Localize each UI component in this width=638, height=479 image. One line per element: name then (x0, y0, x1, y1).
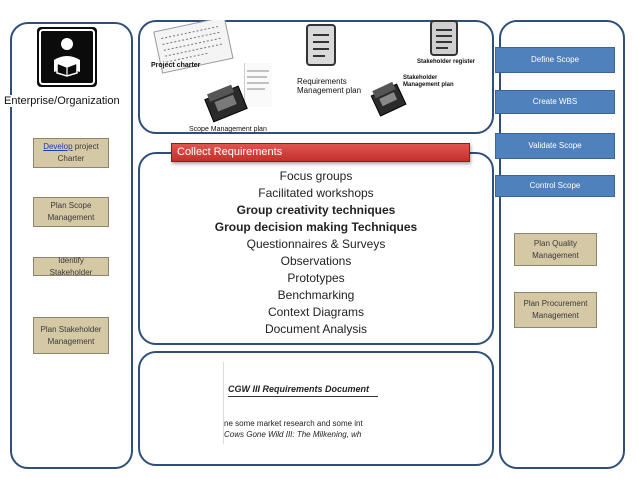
technique-item: Questionnaires & Surveys (246, 237, 386, 251)
requirements-document-title: CGW III Requirements Document (228, 384, 370, 394)
identify-stakeholder-box[interactable]: Identify Stakeholder (33, 255, 109, 277)
technique-item: Observations (280, 254, 352, 268)
control-scope-label: Control Scope (529, 181, 581, 190)
stakeholder-register-icon (423, 20, 467, 60)
stakeholder-register-caption: Stakeholder register (417, 59, 476, 65)
develop-link[interactable]: Develop (43, 142, 73, 151)
create-wbs-box[interactable]: Create WBS (495, 90, 615, 114)
technique-item: Group decision making Techniques (214, 220, 418, 234)
requirements-plan-caption: Requirements Management plan (297, 77, 367, 95)
plan-stakeholder-management-box[interactable]: Plan Stakeholder Management (33, 317, 109, 354)
develop-box-label: project Charter (57, 142, 99, 163)
create-wbs-label: Create WBS (532, 97, 578, 106)
document-rule (228, 396, 378, 397)
plan-stakeholder-label: Plan Stakeholder Management (40, 324, 102, 346)
plan-scope-management-box[interactable]: Plan Scope Management (33, 197, 109, 227)
inputs-panel-left (10, 22, 133, 469)
requirements-plan-text: Requirements Management plan (297, 77, 362, 95)
scope-plan-caption: Scope Management plan (189, 126, 267, 133)
validate-scope-label: Validate Scope (528, 141, 582, 150)
define-scope-box[interactable]: Define Scope (495, 47, 615, 73)
technique-item: Context Diagrams (267, 305, 365, 319)
technique-item: Focus groups (279, 169, 353, 183)
develop-project-charter-box[interactable]: Develop project Charter (33, 138, 109, 168)
technique-item: Facilitated workshops (258, 186, 374, 200)
validate-scope-box[interactable]: Validate Scope (495, 133, 615, 159)
project-charter-caption: Project charter (151, 62, 201, 69)
folder-icon (367, 75, 411, 123)
document-fragment-image (244, 63, 272, 107)
plan-procurement-label: Plan Procurement Management (523, 299, 588, 320)
document-icon (295, 23, 345, 71)
control-scope-box[interactable]: Control Scope (495, 175, 615, 197)
technique-item: Document Analysis (264, 322, 368, 336)
define-scope-label: Define Scope (530, 55, 580, 64)
project-charter-image (148, 20, 240, 75)
techniques-list: Interviews Focus groups Facilitated work… (138, 156, 494, 338)
stakeholder-plan-text: Stakeholder Management plan (403, 75, 454, 88)
identify-stakeholder-label: Identify Stakeholder (49, 255, 93, 277)
scope-plan-folder-icon (198, 82, 254, 126)
requirements-document-line: ne some market research and some int (224, 419, 363, 428)
technique-item: Group creativity techniques (236, 203, 396, 217)
requirements-document-line: Cows Gone Wild III: The Milkening, wh (224, 430, 362, 439)
collect-requirements-bar[interactable]: Collect Requirements (171, 143, 470, 162)
techniques-panel (138, 152, 494, 345)
plan-procurement-management-box[interactable]: Plan Procurement Management (514, 292, 597, 328)
technique-item: Benchmarking (277, 288, 355, 302)
plan-quality-management-box[interactable]: Plan Quality Management (514, 233, 597, 266)
stakeholder-plan-caption: Stakeholder Management plan (403, 75, 459, 89)
requirements-document-image: CGW III Requirements Document ne some ma… (223, 362, 383, 444)
plan-scope-label: Plan Scope Management (47, 201, 95, 222)
enterprise-label: Enterprise/Organization (4, 95, 120, 107)
plan-quality-label: Plan Quality Management (532, 238, 579, 260)
reader-icon (37, 27, 97, 87)
technique-item: Prototypes (287, 271, 345, 285)
